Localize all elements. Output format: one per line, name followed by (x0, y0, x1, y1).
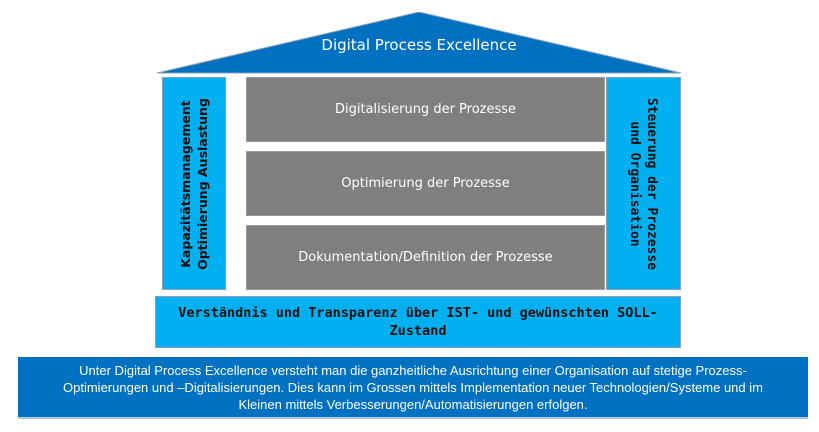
right-pillar-line1: Steuerung der Prozesse (644, 97, 660, 270)
roof-title: Digital Process Excellence (321, 36, 517, 54)
left-pillar-line2: Optimierung Auslastung (195, 97, 210, 270)
description-box: Unter Digital Process Excellence versteh… (18, 357, 808, 419)
block-optimierung: Optimierung der Prozesse (246, 151, 605, 216)
roof-shape (157, 12, 681, 74)
block-digitalisierung: Digitalisierung der Prozesse (246, 77, 605, 142)
foundation: Verständnis und Transparenz über IST- un… (155, 296, 681, 348)
left-pillar-line1: Kapazitätsmanagement (178, 99, 193, 268)
block-dokumentation: Dokumentation/Definition der Prozesse (246, 225, 605, 290)
right-pillar-line2: und Organisation (627, 120, 643, 247)
